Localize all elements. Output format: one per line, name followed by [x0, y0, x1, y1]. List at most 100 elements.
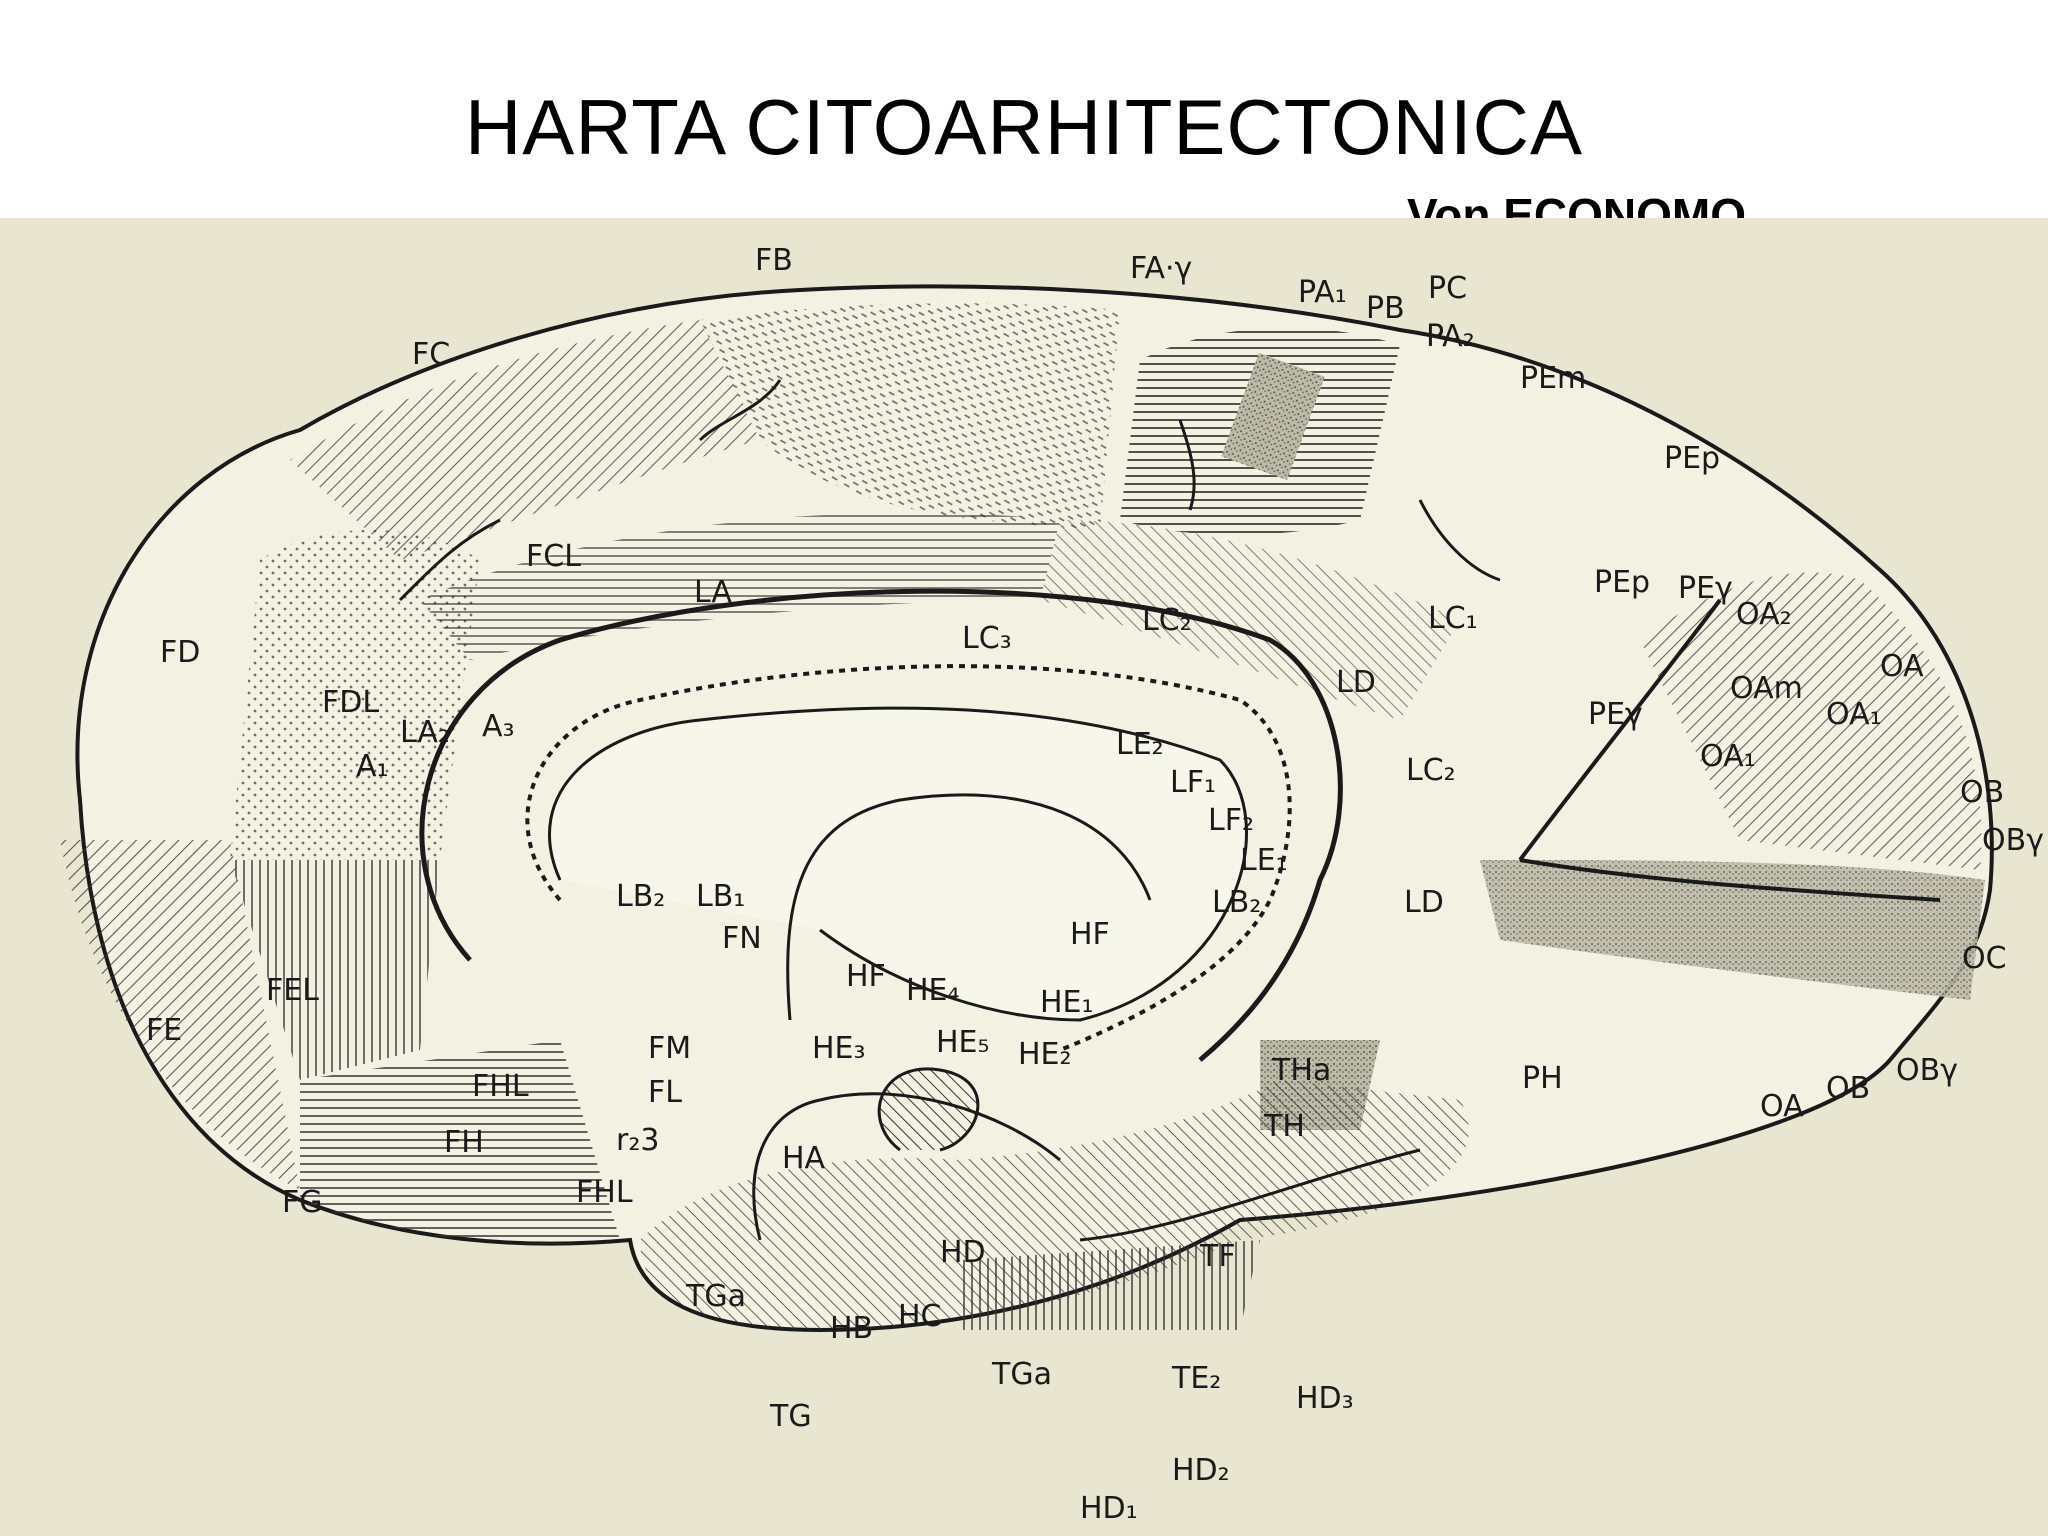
label-TF: TF	[1199, 1239, 1236, 1274]
label-OB-right: OB	[1960, 775, 2004, 810]
region-FE	[60, 840, 300, 1190]
region-LC2	[1040, 520, 1460, 720]
label-HB: HB	[830, 1311, 873, 1346]
hippocampal-curve	[877, 1067, 980, 1152]
region-FDL	[230, 530, 480, 860]
region-OA	[1640, 572, 1982, 870]
label-FA-gamma: FA·γ	[1130, 251, 1192, 286]
label-PEp-top: PEp	[1664, 441, 1720, 476]
label-PE-gamma: PEγ	[1588, 697, 1643, 732]
label-LC2-mid: LC₂	[1406, 753, 1456, 788]
region-FB	[700, 303, 1120, 530]
label-HE1: HE₁	[1040, 985, 1094, 1020]
label-LA: LA	[694, 575, 732, 610]
label-LD-mid: LD	[1404, 885, 1444, 920]
sulcus-1	[398, 518, 501, 602]
callosal-outer	[419, 588, 1343, 1062]
label-PEm: PEm	[1520, 361, 1586, 396]
label-OA-right: OA	[1880, 649, 1924, 684]
label-OB-gamma-right: OBγ	[1982, 823, 2044, 858]
label-HD1: HD₁	[1080, 1491, 1138, 1526]
label-A1: A₁	[356, 749, 389, 784]
label-r23: r₂3	[616, 1123, 659, 1158]
label-LF2: LF₂	[1208, 803, 1254, 838]
label-LE2: LE₂	[1116, 727, 1164, 762]
label-PH: PH	[1522, 1061, 1563, 1096]
label-TGa-mid: TGa	[991, 1357, 1052, 1392]
label-HF-right: HF	[1070, 917, 1110, 952]
region-TG	[640, 1080, 1469, 1330]
label-LC1: LC₁	[1428, 601, 1478, 636]
label-FEL: FEL	[266, 973, 319, 1008]
label-OB-gamma-bottom: OBγ	[1896, 1053, 1958, 1088]
sulcus-4	[1418, 499, 1501, 582]
label-FCL: FCL	[526, 539, 581, 574]
label-FD: FD	[160, 635, 200, 670]
label-FHL-bottom: FHL	[576, 1175, 633, 1210]
region-FH	[300, 1040, 620, 1244]
label-HC: HC	[898, 1299, 942, 1334]
label-LC2-top: LC₂	[1142, 603, 1192, 638]
parietooccipital-sulcus	[1518, 598, 1722, 862]
label-HD2: HD₂	[1172, 1453, 1230, 1488]
label-PEp-mid: PEp	[1594, 565, 1650, 600]
label-TG: TG	[769, 1399, 812, 1434]
label-HE5: HE₅	[936, 1025, 990, 1060]
label-PA1: PA₁	[1298, 275, 1347, 310]
label-FH: FH	[444, 1125, 484, 1160]
label-OA1-a: OA₁	[1826, 697, 1882, 732]
label-FE: FE	[146, 1013, 182, 1048]
label-TGa-left: TGa	[685, 1279, 746, 1314]
label-LF1: LF₁	[1170, 765, 1216, 800]
slide-title: HARTA CITOARHITECTONICA	[464, 83, 1584, 171]
calcarine-sulcus	[1519, 858, 1941, 902]
label-TE2: TE₂	[1171, 1361, 1221, 1396]
sulcus-2	[698, 379, 782, 442]
region-LA	[420, 512, 1060, 660]
label-FDL: FDL	[322, 685, 379, 720]
label-HE3: HE₃	[812, 1031, 866, 1066]
brain-map: FB FA·γ PA₁ PB PC PA₂ FC PEm PEp FCL LA …	[0, 218, 2048, 1536]
uncus-curve	[752, 1092, 1061, 1241]
callosal-inner	[525, 664, 1292, 1052]
label-PE-gamma-top: PEγ	[1678, 571, 1733, 606]
label-FC: FC	[412, 337, 450, 372]
region-FEL	[230, 860, 440, 1080]
label-OAm: OAm	[1730, 671, 1803, 706]
label-HE4: HE₄	[906, 973, 960, 1008]
label-LD-top: LD	[1336, 665, 1376, 700]
region-FC	[290, 320, 760, 560]
label-FN: FN	[722, 921, 762, 956]
ventricle-outline	[548, 706, 1248, 1022]
label-OA1-b: OA₁	[1700, 739, 1756, 774]
sulcus-3	[1178, 419, 1196, 511]
label-OC: OC	[1962, 941, 2007, 976]
fornix-curve	[786, 793, 1152, 1021]
label-PC: PC	[1428, 271, 1467, 306]
label-LC3: LC₃	[962, 621, 1012, 656]
label-LB2-left: LB₂	[616, 879, 665, 914]
label-LB1: LB₁	[696, 879, 745, 914]
label-THa: THa	[1271, 1053, 1331, 1088]
region-PB	[1221, 352, 1325, 481]
label-HF-left: HF	[846, 959, 886, 994]
label-FL: FL	[648, 1075, 682, 1110]
label-OA2: OA₂	[1736, 597, 1792, 632]
label-A3: A₃	[482, 709, 515, 744]
label-OB-bottom: OB	[1826, 1071, 1870, 1106]
collateral-sulcus	[1079, 1148, 1421, 1242]
region-TE	[960, 1240, 1260, 1330]
label-FG: FG	[282, 1185, 323, 1220]
label-HA: HA	[782, 1141, 826, 1176]
label-TH: TH	[1263, 1109, 1305, 1144]
label-OA-bottom: OA	[1760, 1089, 1804, 1124]
area-labels: FB FA·γ PA₁ PB PC PA₂ FC PEm PEp FCL LA …	[146, 243, 2044, 1526]
label-LB2-right: LB₂	[1212, 885, 1261, 920]
label-PB: PB	[1366, 291, 1405, 326]
label-FM: FM	[648, 1031, 691, 1066]
label-LE1: LE₁	[1240, 843, 1288, 878]
label-PA2: PA₂	[1426, 319, 1475, 354]
label-HD3: HD₃	[1296, 1381, 1354, 1416]
label-HE2: HE₂	[1018, 1037, 1072, 1072]
label-HD: HD	[940, 1235, 986, 1270]
